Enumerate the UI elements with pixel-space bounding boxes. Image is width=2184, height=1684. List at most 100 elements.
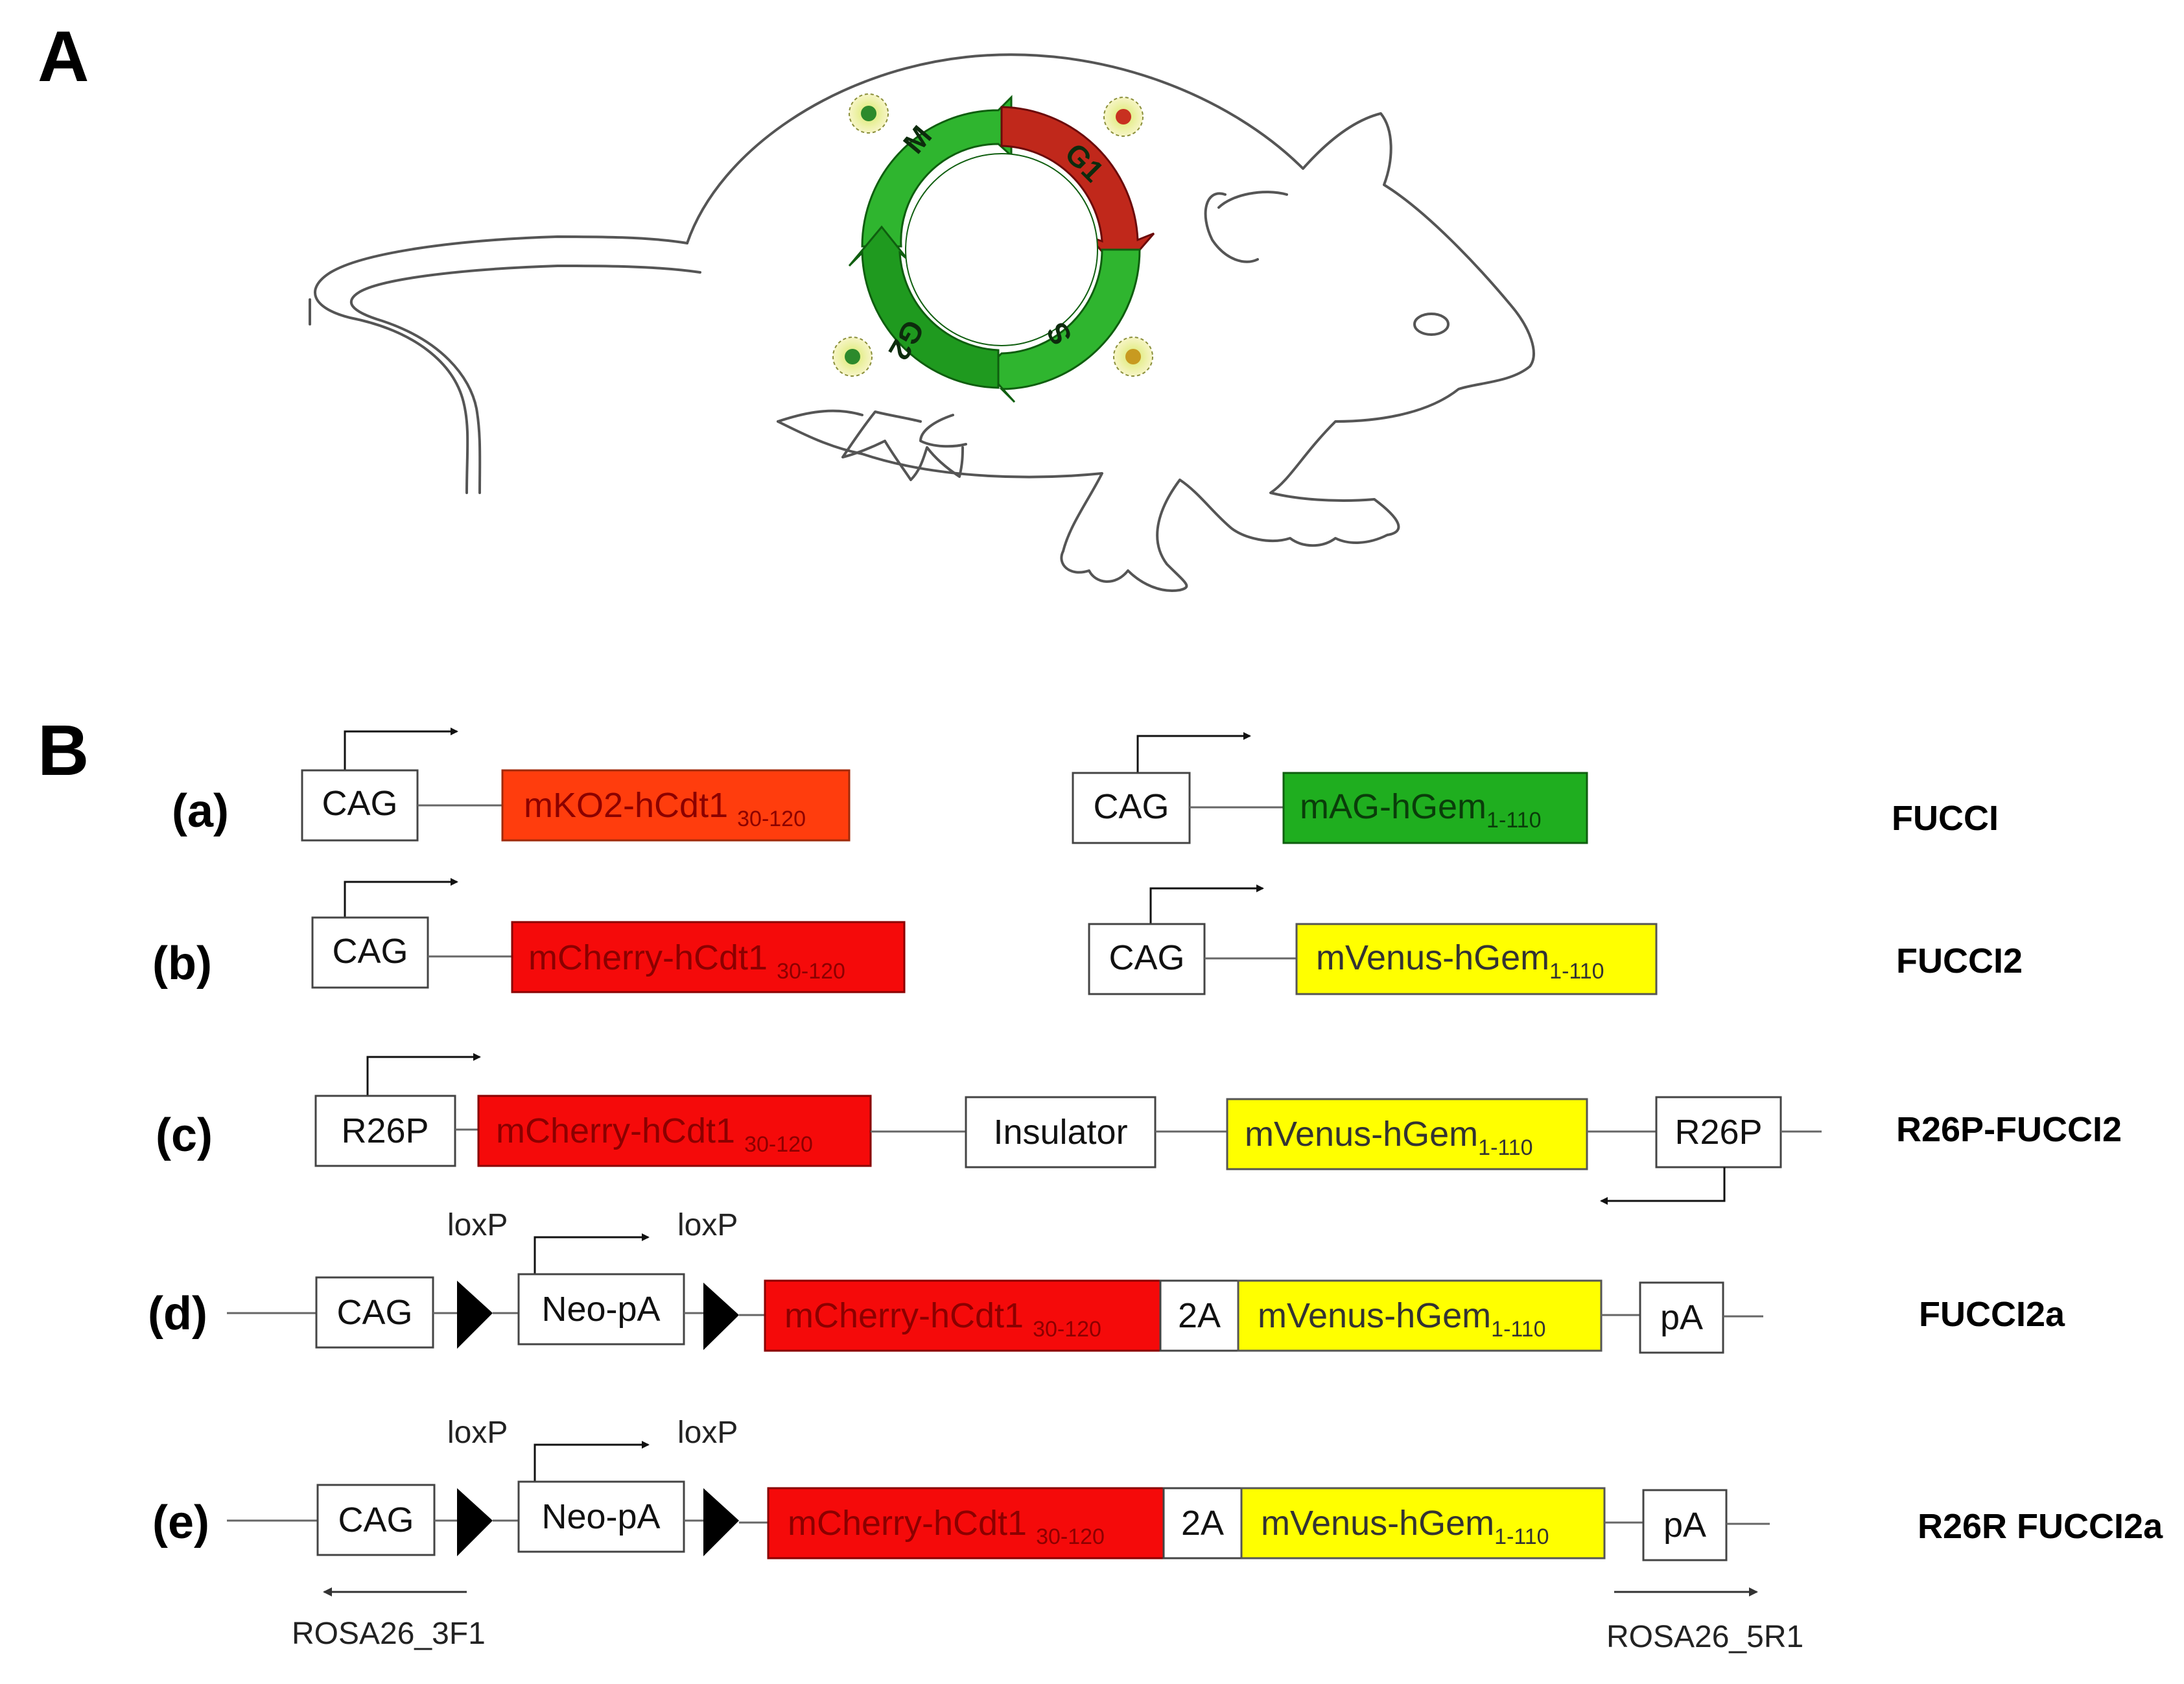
row-d-loxp-2: loxP <box>677 1208 738 1242</box>
row-b-label: (b) <box>152 938 212 990</box>
row-a-gene-1-name: mKO2-hCdt1 <box>524 786 728 825</box>
row-c-promoter-1 <box>314 1095 456 1167</box>
row-c-label: (c) <box>156 1109 213 1161</box>
svg-text:CAG: CAG <box>1109 938 1184 977</box>
row-b-gene-1 <box>511 921 906 993</box>
row-e-loxp-1: loxP <box>447 1416 508 1450</box>
row-d-name: FUCCI2a <box>1919 1295 2065 1334</box>
row-a-promoter-1 <box>301 769 419 842</box>
row-c-gene-2 <box>1226 1098 1588 1170</box>
row-e-loxp-2: loxP <box>677 1416 738 1450</box>
row-c-name: R26P-FUCCI2 <box>1896 1110 2122 1149</box>
row-c-gene-1-name: mCherry-hCdt1 <box>496 1111 735 1150</box>
svg-text:CAG: CAG <box>338 1500 414 1539</box>
row-b-gene-1-name: mCherry-hCdt1 <box>528 938 768 977</box>
row-e-name: R26R FUCCI2a <box>1918 1507 2163 1546</box>
row-d-gene-1 <box>764 1279 1162 1352</box>
row-d-loxp-triangle-2 <box>703 1283 739 1350</box>
row-c-insulator <box>965 1096 1157 1168</box>
svg-text:Neo-pA: Neo-pA <box>541 1290 660 1329</box>
cell-icon-m <box>849 93 889 134</box>
svg-text:CAG: CAG <box>332 932 408 971</box>
panel-b-label: B <box>38 711 89 790</box>
row-d-gene-1-sub: 30-120 <box>1033 1317 1101 1342</box>
phase-s-segment <box>983 248 1141 403</box>
phase-m-segment <box>861 95 1013 248</box>
row-e-label: (e) <box>152 1497 209 1548</box>
row-e-gene-2 <box>1240 1487 1606 1559</box>
svg-text:mVenus-hGem1-110: mVenus-hGem1-110 <box>1316 938 1604 984</box>
panel-a-label: A <box>38 17 89 97</box>
row-b-gene-2-sub: 1-110 <box>1549 959 1604 984</box>
row-d-gene-2 <box>1237 1279 1603 1352</box>
svg-text:R26P: R26P <box>1674 1113 1762 1152</box>
row-d-label: (d) <box>148 1288 207 1340</box>
svg-text:Insulator: Insulator <box>993 1113 1127 1152</box>
row-e-gene-1-name: mCherry-hCdt1 <box>788 1504 1027 1543</box>
row-e-gene-2-name: mVenus-hGem <box>1261 1504 1494 1543</box>
row-d-gene-2-name: mVenus-hGem <box>1258 1296 1491 1335</box>
cell-icon-g1 <box>1103 97 1144 137</box>
phase-g1-segment <box>1000 106 1155 274</box>
svg-text:pA: pA <box>1660 1298 1703 1337</box>
construct-row-b: (b) CAG mCherry-hCdt1 30-120 CAG mVenus-h… <box>152 878 2023 995</box>
svg-text:2A: 2A <box>1181 1504 1224 1543</box>
svg-text:Neo-pA: Neo-pA <box>541 1497 660 1536</box>
row-e-pa <box>1642 1489 1728 1561</box>
svg-text:R26P: R26P <box>341 1111 429 1150</box>
row-a-label: (a) <box>172 785 229 837</box>
row-b-gene-2-name: mVenus-hGem <box>1316 938 1549 977</box>
row-e-neo <box>517 1480 685 1553</box>
row-e-loxp-triangle-1 <box>457 1488 493 1556</box>
row-a-gene-1-sub: 30-120 <box>737 807 806 831</box>
svg-text:mVenus-hGem1-110: mVenus-hGem1-110 <box>1245 1115 1533 1160</box>
row-e-promoter <box>316 1484 436 1556</box>
row-d-gene-2-sub: 1-110 <box>1491 1317 1545 1342</box>
row-e-loxp-triangle-2 <box>703 1488 739 1556</box>
row-e-gene-1-sub: 30-120 <box>1036 1524 1105 1549</box>
row-d-2a <box>1159 1279 1239 1352</box>
svg-text:mVenus-hGem1-110: mVenus-hGem1-110 <box>1261 1504 1549 1549</box>
row-b-name: FUCCI2 <box>1896 942 2023 980</box>
row-a-name: FUCCI <box>1892 799 1999 838</box>
cell-icon-s <box>1113 337 1153 377</box>
row-e-gene-2-sub: 1-110 <box>1494 1524 1549 1549</box>
row-b-gene-1-sub: 30-120 <box>777 959 845 984</box>
svg-text:pA: pA <box>1663 1506 1706 1545</box>
row-d-gene-1-name: mCherry-hCdt1 <box>784 1296 1024 1335</box>
phase-g2-segment <box>848 225 1000 389</box>
construct-row-e: loxP loxP (e) CAG Neo-pA mCherry-hCdt1 30… <box>152 1416 2163 1654</box>
svg-text:CAG: CAG <box>1093 787 1169 826</box>
svg-text:mAG-hGem1-110: mAG-hGem1-110 <box>1300 787 1541 833</box>
row-c-gene-2-sub: 1-110 <box>1478 1135 1532 1160</box>
row-d-neo <box>517 1273 685 1346</box>
row-a-gene-2-name: mAG-hGem <box>1300 787 1486 826</box>
row-a-gene-2 <box>1282 772 1588 844</box>
row-d-promoter <box>315 1276 434 1349</box>
svg-text:mVenus-hGem1-110: mVenus-hGem1-110 <box>1258 1296 1546 1342</box>
primer-right-label: ROSA26_5R1 <box>1606 1620 1803 1654</box>
row-b-promoter-1 <box>311 916 429 989</box>
row-d-pa <box>1639 1281 1724 1354</box>
svg-text:CAG: CAG <box>336 1293 412 1332</box>
row-d-loxp-1: loxP <box>447 1208 508 1242</box>
mouse-outline <box>309 53 1535 592</box>
svg-text:2A: 2A <box>1178 1296 1221 1335</box>
row-a-gene-1 <box>501 769 851 842</box>
row-d-loxp-triangle-1 <box>457 1281 493 1349</box>
row-c-gene-2-name: mVenus-hGem <box>1245 1115 1478 1154</box>
mouse-eye <box>1413 313 1450 336</box>
row-b-gene-2 <box>1295 923 1658 995</box>
cell-cycle-ring: M G1 S G2 <box>848 95 1155 403</box>
primer-left-label: ROSA26_3F1 <box>292 1617 486 1651</box>
cell-icon-g2 <box>832 337 873 377</box>
